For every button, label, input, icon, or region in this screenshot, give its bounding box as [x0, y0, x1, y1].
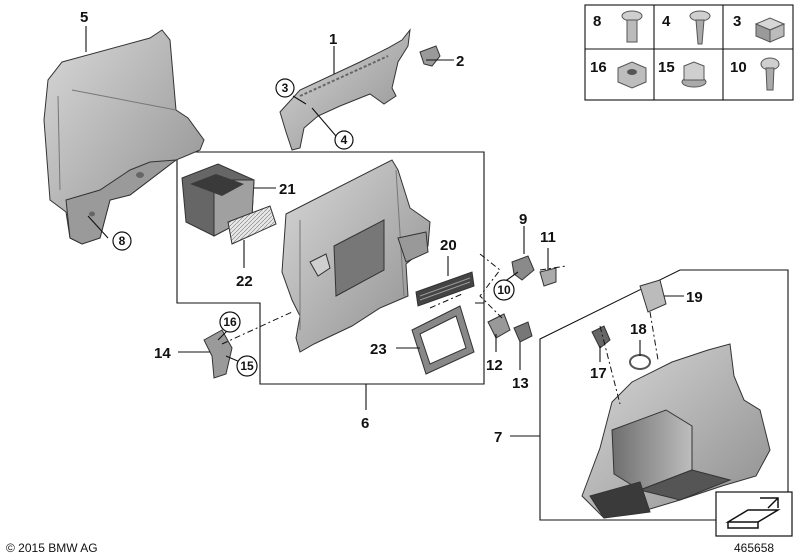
hw-label-16: 16: [590, 59, 607, 76]
part-1-upper-trim: [279, 28, 411, 151]
part-12-fastener: [487, 313, 511, 339]
hw-15-flange-nut: [681, 61, 707, 88]
callout-labels: 5 1 2 3 4 8 21 22 20 9 11 10 23 12 13 14…: [80, 9, 703, 446]
leader-lines: [85, 26, 684, 437]
part-20-vent-grille: [415, 271, 475, 307]
callout-15: 15: [240, 359, 254, 373]
callout-10: 10: [497, 283, 511, 297]
hw-label-4: 4: [662, 13, 671, 30]
hw-label-3: 3: [733, 13, 741, 30]
callout-21: 21: [279, 181, 296, 198]
callout-3-circle: [275, 78, 295, 98]
callout-20: 20: [440, 237, 457, 254]
part-7-lower-trim: [581, 343, 771, 519]
group-6-frame: [176, 151, 485, 385]
callout-14: 14: [154, 345, 171, 362]
part-2-clip: [419, 45, 441, 67]
hw-10-bolt: [760, 57, 780, 91]
callout-16: 16: [223, 315, 237, 329]
callout-8-circle: [112, 231, 132, 251]
copyright-text: © 2015 BMW AG: [6, 541, 98, 555]
callout-10-circle: [493, 279, 515, 301]
part-5-side-panel: [43, 29, 205, 245]
hw-3-nut-clip: [754, 17, 786, 43]
document-number: 465658: [734, 541, 775, 555]
callout-8: 8: [119, 234, 126, 248]
callout-3: 3: [282, 81, 289, 95]
callout-4: 4: [341, 133, 348, 147]
hw-4-screw: [689, 10, 711, 45]
hw-label-10: 10: [730, 59, 747, 76]
callout-6: 6: [361, 415, 369, 432]
part-6-inner-panel: [281, 159, 431, 353]
callout-17: 17: [590, 365, 607, 382]
dashed-alignment-lines: [221, 253, 659, 405]
callout-11: 11: [540, 229, 556, 246]
hardware-table-frame: [584, 4, 794, 101]
part-14-bracket: [203, 329, 233, 379]
callout-13: 13: [512, 375, 529, 392]
callout-7: 7: [494, 429, 502, 446]
callout-4-circle: [334, 130, 354, 150]
part-11-clip: [539, 267, 557, 287]
callout-9: 9: [519, 211, 527, 228]
hw-16-hex-nut: [617, 61, 647, 89]
callout-18: 18: [630, 321, 647, 338]
callout-2: 2: [456, 53, 464, 70]
hardware-table-labels: 8 4 3 16 15 10: [590, 13, 747, 76]
callout-16-circle: [219, 311, 241, 333]
callout-19: 19: [686, 289, 703, 306]
callout-5: 5: [80, 9, 88, 26]
part-13-cap: [513, 321, 533, 343]
part-9-hook: [511, 255, 535, 281]
part-23-seal-frame: [411, 305, 475, 375]
orientation-symbol: [715, 491, 793, 537]
hw-8-push-clip: [621, 10, 643, 43]
callout-1: 1: [329, 31, 337, 48]
part-19-cover: [639, 279, 667, 313]
callout-22: 22: [236, 273, 253, 290]
part-22-mesh-panel: [227, 205, 277, 245]
part-18-ring: [629, 354, 651, 370]
hw-label-15: 15: [658, 59, 675, 76]
callout-23: 23: [370, 341, 387, 358]
callout-15-circle: [236, 355, 258, 377]
callout-12: 12: [486, 357, 503, 374]
hw-label-8: 8: [593, 13, 601, 30]
